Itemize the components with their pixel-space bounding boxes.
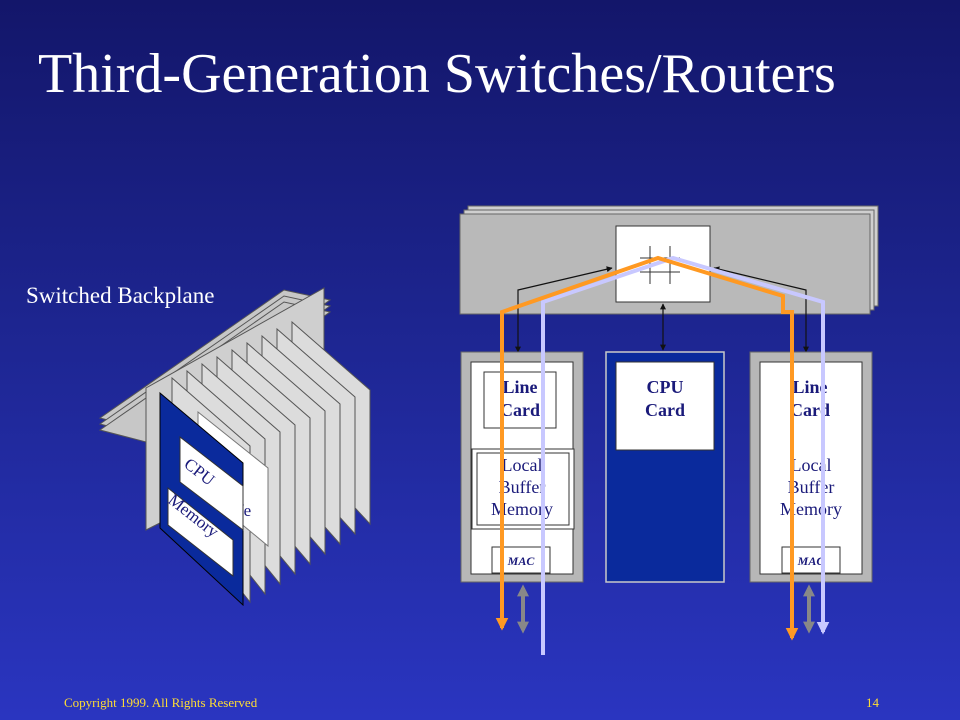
right-buffer-line-2: Buffer — [788, 477, 835, 497]
footer-page-number: 14 — [866, 695, 879, 710]
slide-title: Third-Generation Switches/Routers — [38, 43, 836, 105]
left-mac-label: MAC — [507, 554, 536, 568]
left-buffer-line-2: Buffer — [499, 477, 546, 497]
footer-copyright: Copyright 1999. All Rights Reserved — [64, 695, 258, 710]
memory-label-box — [167, 486, 234, 578]
left-buffer-line-3: Memory — [491, 499, 553, 519]
cpu-card: CPU Card — [605, 351, 725, 583]
fabric-connections — [515, 266, 809, 353]
left-buffer-line-1: Local — [502, 455, 543, 475]
right-line-card-title-2: Card — [790, 400, 830, 420]
left-line-card: Line Card Local Buffer Memory MAC — [460, 351, 584, 583]
right-line-card: Line Card Local Buffer Memory MAC — [749, 351, 873, 583]
backplane-label: Switched Backplane — [26, 283, 215, 308]
cpu-card-title-2: Card — [645, 400, 685, 420]
right-buffer-line-3: Memory — [780, 499, 842, 519]
right-mac-label: MAC — [797, 554, 826, 568]
cpu-card-title-1: CPU — [647, 377, 684, 397]
right-line-card-title-1: Line — [792, 377, 827, 397]
cpu-card-title-box — [615, 361, 715, 451]
left-buffer-inner — [476, 452, 570, 526]
backplane-isometric: fe · CPU Memory — [98, 287, 371, 607]
right-buffer-line-1: Local — [791, 455, 832, 475]
orange-packet-path — [495, 255, 799, 641]
left-buffer-box — [471, 448, 575, 530]
right-line-card-inner — [759, 361, 863, 575]
left-line-card-title-1: Line — [502, 377, 537, 397]
lavender-packet-path — [541, 255, 830, 655]
left-line-card-title-2: Card — [500, 400, 540, 420]
cpu-label-box — [179, 435, 244, 532]
